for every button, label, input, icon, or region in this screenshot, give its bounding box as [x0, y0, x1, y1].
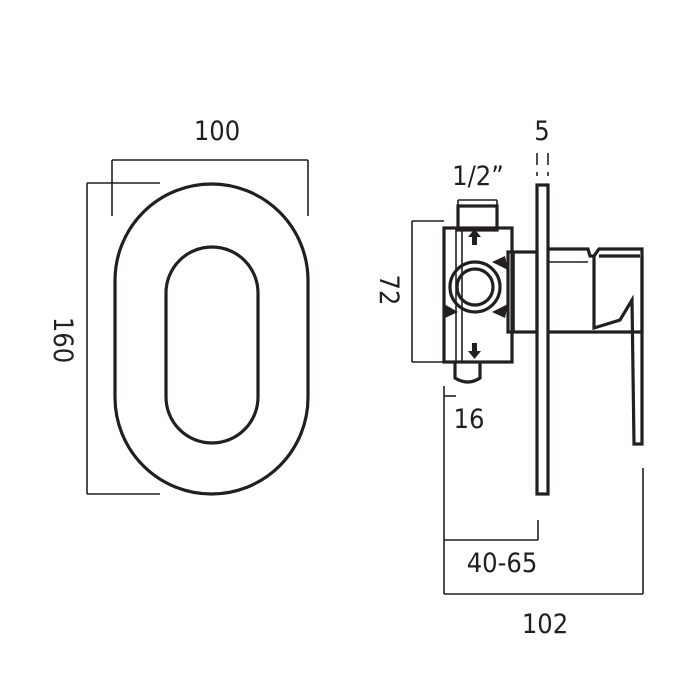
- cartridge-housing: [506, 250, 539, 334]
- install-depth-label: 40-65: [467, 548, 538, 579]
- lever-handle: [548, 247, 644, 446]
- flow-down-arrow-icon: [468, 343, 481, 359]
- inlet-size-label: 1/2”: [452, 161, 504, 192]
- total-depth-dimension: 102: [443, 468, 644, 640]
- plate-thickness-dimension: 5: [534, 116, 550, 176]
- body-height-label: 72: [373, 275, 404, 306]
- plate-thickness-label: 5: [534, 116, 549, 147]
- cover-plate: [535, 183, 550, 496]
- side-view: 5 1/2” 72 16 40-65: [373, 116, 644, 640]
- width-label: 100: [194, 116, 240, 147]
- outlet-depth-dimension: 16: [443, 386, 485, 435]
- outlet-depth-label: 16: [454, 404, 485, 435]
- height-dimension: 160: [47, 182, 160, 495]
- valve-body: [442, 204, 514, 384]
- total-depth-label: 102: [522, 609, 568, 640]
- height-label: 160: [47, 317, 78, 363]
- backplate-outer-outline: [113, 182, 310, 496]
- body-height-dimension: 72: [373, 220, 444, 363]
- front-view: 100 160: [47, 116, 310, 496]
- backplate-inner-outline: [164, 245, 260, 445]
- width-dimension: 100: [111, 116, 309, 216]
- flow-up-arrow-icon: [468, 229, 481, 245]
- install-depth-dimension: 40-65: [443, 396, 539, 579]
- inlet-size-dimension: 1/2”: [452, 161, 504, 206]
- valve-connector-ring: [444, 256, 508, 318]
